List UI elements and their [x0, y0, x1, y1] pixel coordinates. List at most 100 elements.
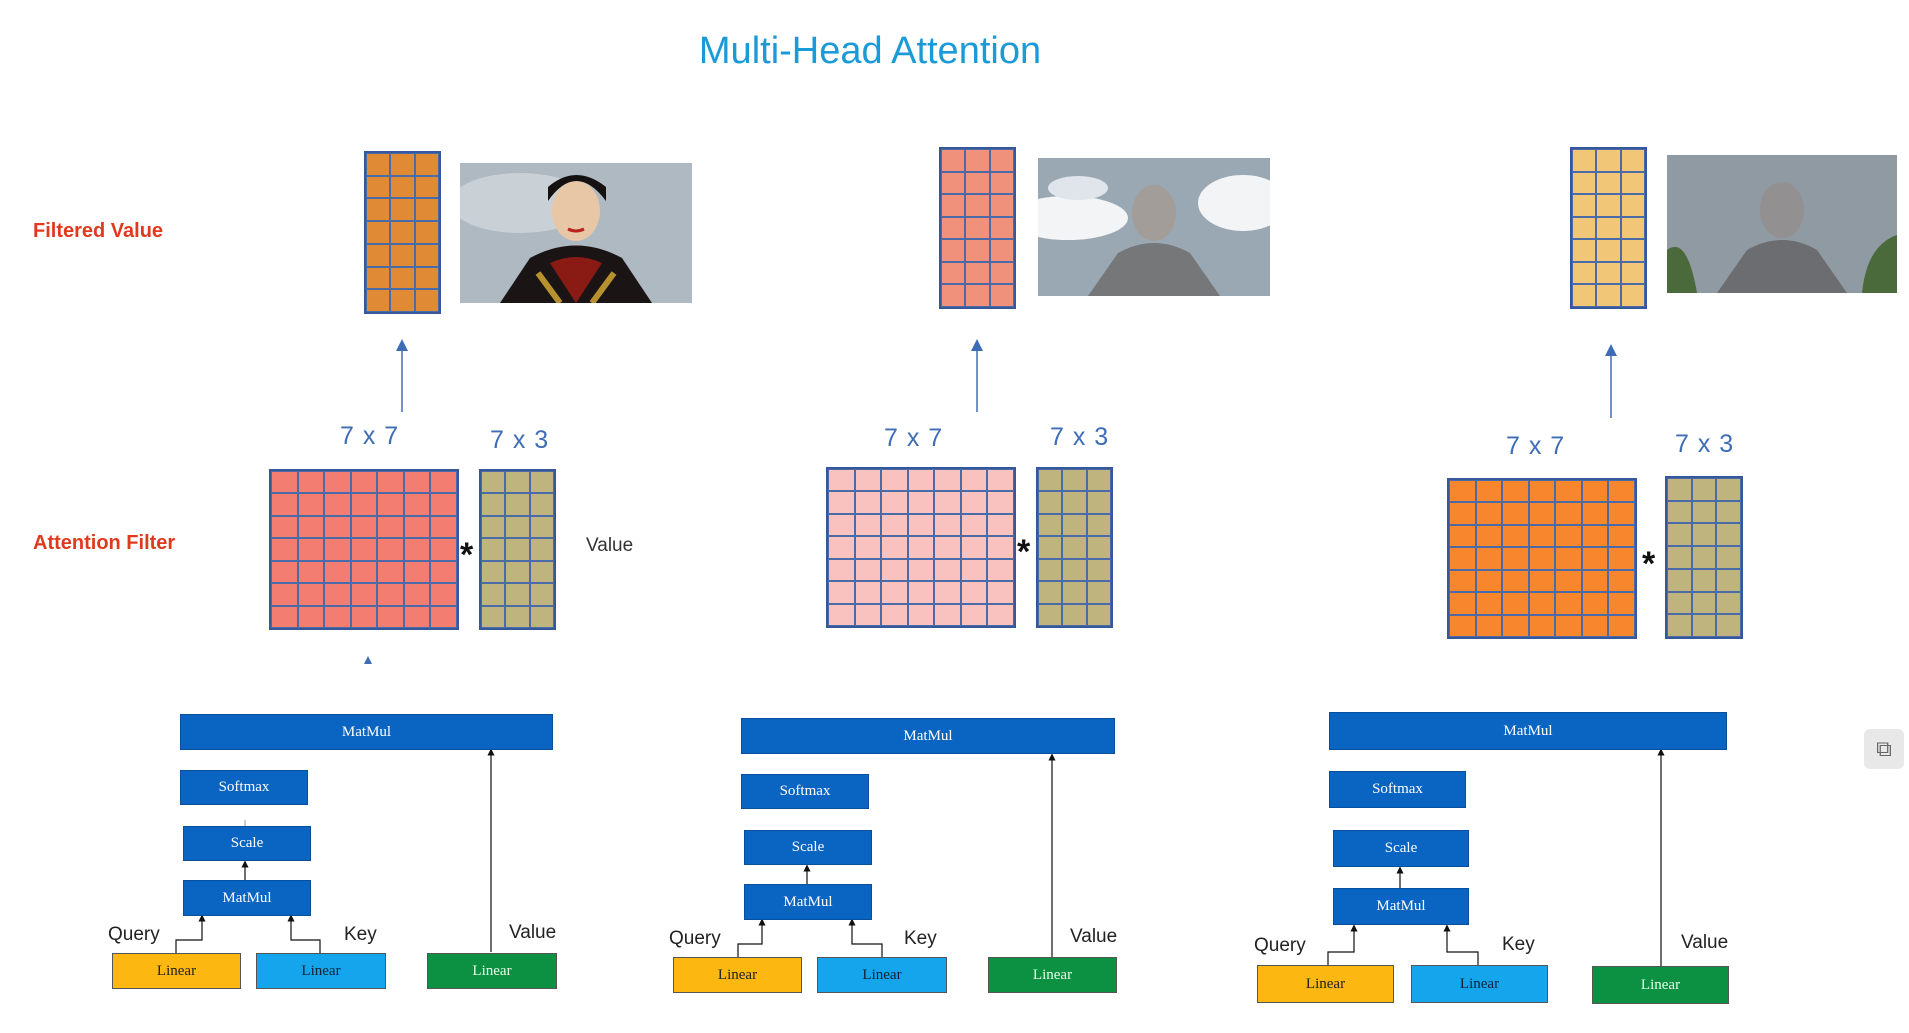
matrix-cell	[881, 581, 908, 604]
matrix-cell	[1062, 513, 1087, 537]
matrix-cell	[1620, 216, 1645, 240]
matrix-cell	[965, 194, 990, 217]
head1-query-linear: Linear	[112, 953, 241, 989]
matrix-cell	[1528, 614, 1556, 637]
matrix-cell	[297, 583, 325, 606]
matrix-cell	[960, 603, 988, 626]
matrix-cell	[271, 515, 298, 539]
head2-key-label: Key	[904, 928, 937, 949]
head2-matmul-top-block: MatMul	[741, 718, 1115, 754]
matrix-cell	[1667, 568, 1692, 592]
matrix-cell	[965, 216, 990, 240]
matrix-cell	[1086, 491, 1111, 514]
matrix-cell	[350, 560, 378, 584]
matrix-cell	[1581, 592, 1609, 615]
matrix-cell	[366, 198, 391, 222]
matrix-cell	[1502, 480, 1529, 503]
matrix-cell	[414, 266, 439, 290]
matrix-cell	[854, 536, 882, 559]
head1-query-label: Query	[108, 924, 160, 945]
matrix-cell	[529, 605, 554, 628]
matrix-cell	[529, 493, 554, 516]
matrix-cell	[1449, 547, 1476, 570]
matrix-cell	[324, 605, 351, 628]
matrix-cell	[324, 583, 351, 606]
matrix-cell	[1581, 524, 1609, 548]
matrix-cell	[828, 581, 855, 604]
matrix-cell	[390, 221, 415, 244]
matrix-cell	[989, 239, 1014, 262]
matrix-cell	[1716, 614, 1741, 637]
matrix-cell	[1620, 194, 1645, 217]
matrix-cell	[1596, 171, 1621, 195]
matrix-cell	[881, 558, 908, 582]
matrix-cell	[414, 243, 439, 267]
matrix-cell	[989, 284, 1014, 307]
matrix-cell	[1502, 502, 1529, 525]
head3-key-label: Key	[1502, 934, 1535, 955]
matrix-cell	[941, 239, 966, 262]
matrix-cell	[1086, 513, 1111, 537]
matrix-cell	[965, 284, 990, 307]
matrix-cell	[414, 221, 439, 244]
matrix-cell	[1086, 536, 1111, 559]
head1-filtered-value-matrix	[364, 151, 441, 314]
matrix-cell	[1475, 480, 1503, 503]
page-title: Multi-Head Attention	[698, 30, 1042, 72]
matrix-cell	[1449, 592, 1476, 615]
picture-in-picture-icon[interactable]: ⧉	[1864, 729, 1904, 769]
matrix-cell	[1038, 536, 1063, 559]
matrix-cell	[1581, 502, 1609, 525]
matrix-cell	[297, 471, 325, 494]
matrix-cell	[907, 469, 935, 492]
matrix-cell	[377, 560, 404, 584]
head2-matmul-block: MatMul	[744, 884, 872, 920]
matrix-cell	[1608, 480, 1635, 503]
matrix-cell	[390, 243, 415, 267]
matrix-cell	[430, 493, 457, 516]
matrix-cell	[854, 491, 882, 514]
matrix-cell	[390, 266, 415, 290]
matrix-cell	[1502, 569, 1529, 593]
matrix-cell	[1596, 216, 1621, 240]
head2-character-image	[1038, 158, 1270, 296]
matrix-cell	[854, 469, 882, 492]
head3-value-input-label: Value	[1681, 932, 1729, 953]
matrix-cell	[828, 558, 855, 582]
head2-query-label: Query	[669, 928, 721, 949]
matrix-cell	[881, 603, 908, 626]
matrix-cell	[1596, 149, 1621, 172]
matrix-cell	[1581, 614, 1609, 637]
attention-filter-label: Attention Filter	[33, 532, 176, 554]
head2-value-input-label: Value	[1070, 926, 1118, 947]
matrix-cell	[987, 581, 1014, 604]
matrix-cell	[1062, 581, 1087, 604]
matrix-cell	[1502, 592, 1529, 615]
matrix-cell	[1691, 614, 1717, 637]
matrix-cell	[1716, 478, 1741, 501]
matrix-cell	[505, 471, 530, 494]
matrix-cell	[1581, 547, 1609, 570]
matrix-cell	[297, 605, 325, 628]
matrix-cell	[960, 536, 988, 559]
matrix-cell	[1555, 614, 1582, 637]
head3-character-image	[1667, 155, 1897, 293]
matrix-cell	[1502, 547, 1529, 570]
matrix-cell	[529, 583, 554, 606]
matrix-cell	[934, 581, 961, 604]
matrix-cell	[960, 581, 988, 604]
matrix-cell	[481, 471, 506, 494]
matrix-cell	[350, 583, 378, 606]
matrix-cell	[1449, 614, 1476, 637]
matrix-cell	[987, 536, 1014, 559]
matrix-cell	[1691, 523, 1717, 547]
matrix-cell	[505, 493, 530, 516]
head1-attn-dim: 7 x 7	[340, 422, 400, 450]
head3-matmul-block: MatMul	[1333, 888, 1469, 925]
head1-character-image	[460, 163, 692, 303]
matrix-cell	[1691, 478, 1717, 501]
matrix-cell	[481, 493, 506, 516]
head2-value-matrix	[1036, 467, 1113, 628]
matrix-cell	[1608, 524, 1635, 548]
matrix-cell	[297, 538, 325, 561]
